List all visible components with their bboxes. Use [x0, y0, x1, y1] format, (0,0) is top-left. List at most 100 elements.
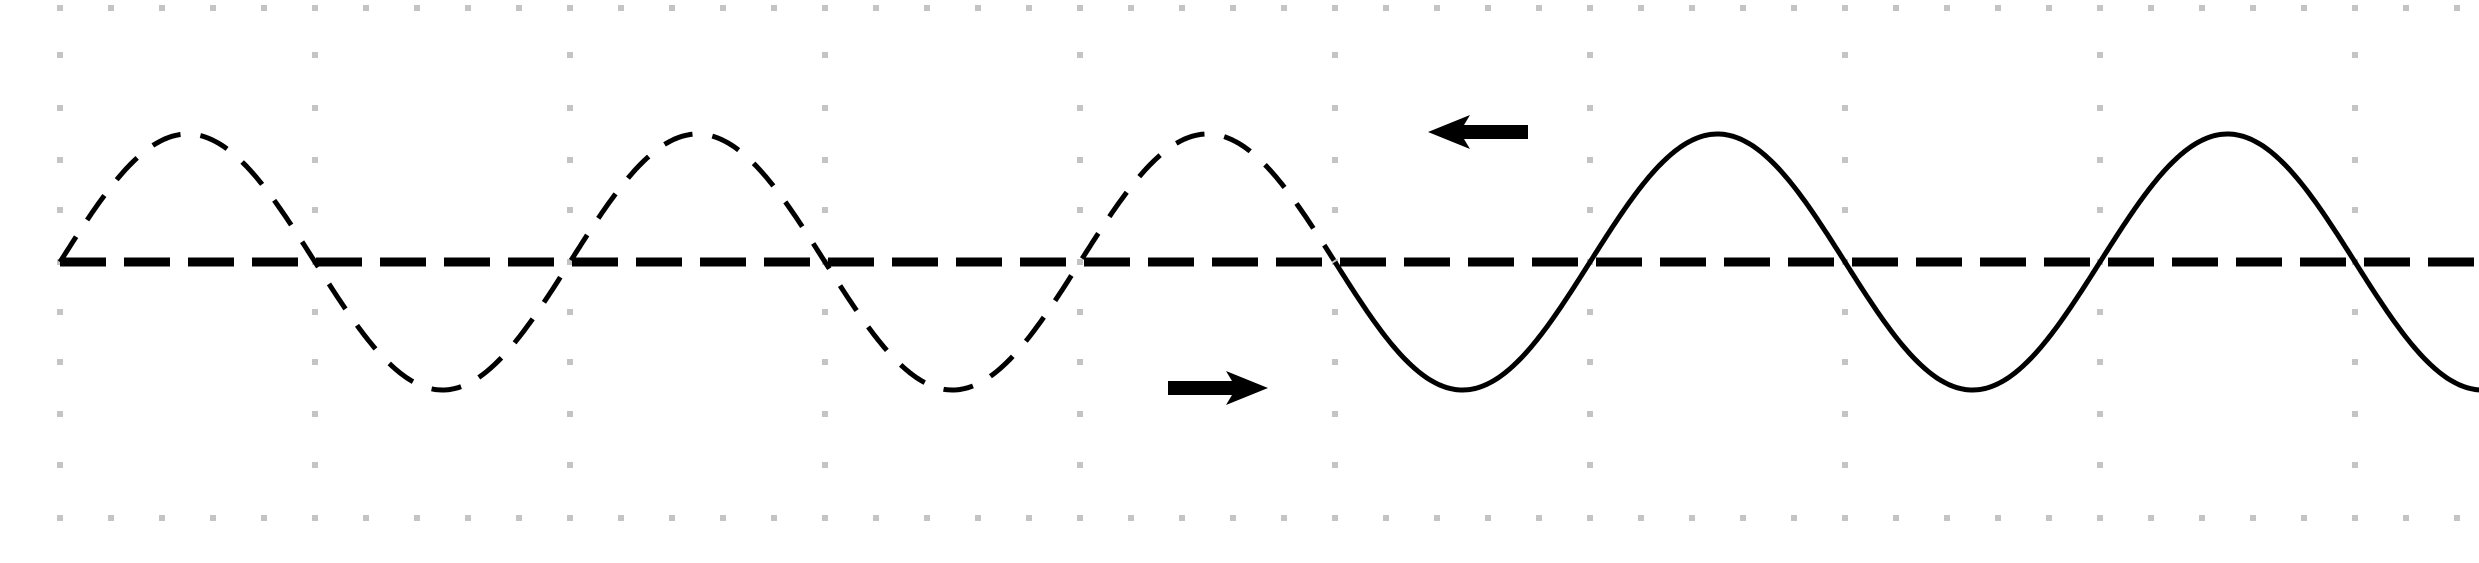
grid-dot	[2454, 515, 2460, 521]
grid-dot	[1332, 52, 1338, 58]
grid-dot	[2046, 515, 2052, 521]
grid-dot	[516, 515, 522, 521]
grid-dot	[822, 52, 828, 58]
grid-dot	[771, 5, 777, 11]
grid-dot	[822, 359, 828, 365]
grid-dot	[1893, 515, 1899, 521]
waves-group	[57, 131, 2479, 393]
grid-dot	[1587, 105, 1593, 111]
grid-dot	[1332, 157, 1338, 163]
grid-dot	[567, 411, 573, 417]
grid-dot	[1077, 259, 1083, 265]
grid-dot	[2301, 515, 2307, 521]
grid-dot	[2352, 359, 2358, 365]
grid-dot	[618, 5, 624, 11]
arrow-shape	[1168, 371, 1268, 405]
grid-dot	[2352, 207, 2358, 213]
grid-dot	[975, 5, 981, 11]
grid-dot	[1434, 515, 1440, 521]
grid-dot	[1791, 5, 1797, 11]
grid-dot	[1128, 515, 1134, 521]
grid-dot	[1842, 359, 1848, 365]
grid-dot	[567, 207, 573, 213]
grid-dot	[567, 5, 573, 11]
grid-dot	[57, 207, 63, 213]
grid-dot	[1587, 5, 1593, 11]
grid-dot	[1842, 411, 1848, 417]
grid-dot	[1434, 5, 1440, 11]
grid-dot	[1689, 5, 1695, 11]
grid-dot	[2352, 52, 2358, 58]
grid-dot	[873, 5, 879, 11]
grid-dot	[1332, 309, 1338, 315]
grid-dot	[108, 515, 114, 521]
grid-dot	[2097, 515, 2103, 521]
grid-dot	[1791, 515, 1797, 521]
grid-dot	[567, 52, 573, 58]
grid-dot	[57, 157, 63, 163]
grid-dot	[1077, 309, 1083, 315]
grid-dot	[822, 515, 828, 521]
grid-dot	[2199, 515, 2205, 521]
grid-dots	[57, 5, 2460, 521]
grid-dot	[2097, 462, 2103, 468]
grid-dot	[1842, 52, 1848, 58]
grid-dot	[1332, 105, 1338, 111]
grid-dot	[1587, 462, 1593, 468]
grid-dot	[312, 411, 318, 417]
grid-dot	[1587, 207, 1593, 213]
grid-dot	[1179, 515, 1185, 521]
grid-dot	[312, 5, 318, 11]
grid-dot	[312, 309, 318, 315]
arrow-shape	[1428, 115, 1528, 149]
grid-dot	[1332, 515, 1338, 521]
grid-dot	[57, 52, 63, 58]
grid-dot	[771, 515, 777, 521]
grid-dot	[567, 157, 573, 163]
grid-dot	[1332, 5, 1338, 11]
grid-dot	[465, 5, 471, 11]
grid-dot	[1077, 359, 1083, 365]
grid-dot	[1842, 5, 1848, 11]
grid-dot	[261, 5, 267, 11]
grid-dot	[1995, 5, 2001, 11]
grid-dot	[618, 515, 624, 521]
grid-dot	[567, 105, 573, 111]
grid-dot	[720, 515, 726, 521]
grid-dot	[1281, 515, 1287, 521]
grid-dot	[1842, 309, 1848, 315]
grid-dot	[669, 5, 675, 11]
grid-dot	[567, 259, 573, 265]
grid-dot	[1383, 5, 1389, 11]
grid-dot	[1536, 515, 1542, 521]
grid-dot	[57, 309, 63, 315]
grid-dot	[822, 105, 828, 111]
grid-dot	[1077, 105, 1083, 111]
grid-dot	[1332, 207, 1338, 213]
grid-dot	[1842, 105, 1848, 111]
grid-dot	[2352, 309, 2358, 315]
grid-dot	[822, 411, 828, 417]
grid-dot	[57, 5, 63, 11]
grid-dot	[1230, 515, 1236, 521]
grid-dot	[312, 462, 318, 468]
grid-dot	[2250, 515, 2256, 521]
grid-dot	[975, 515, 981, 521]
reflected-wave-dashed	[57, 131, 1337, 393]
grid-dot	[1485, 5, 1491, 11]
grid-dot	[1587, 309, 1593, 315]
grid-dot	[2148, 515, 2154, 521]
grid-dot	[1638, 515, 1644, 521]
grid-dot	[159, 5, 165, 11]
grid-dot	[1842, 462, 1848, 468]
grid-dot	[2352, 462, 2358, 468]
grid-dot	[822, 309, 828, 315]
grid-dot	[567, 359, 573, 365]
grid-dot	[1740, 5, 1746, 11]
grid-dot	[567, 309, 573, 315]
grid-dot	[1587, 359, 1593, 365]
grid-dot	[873, 515, 879, 521]
grid-dot	[1485, 515, 1491, 521]
